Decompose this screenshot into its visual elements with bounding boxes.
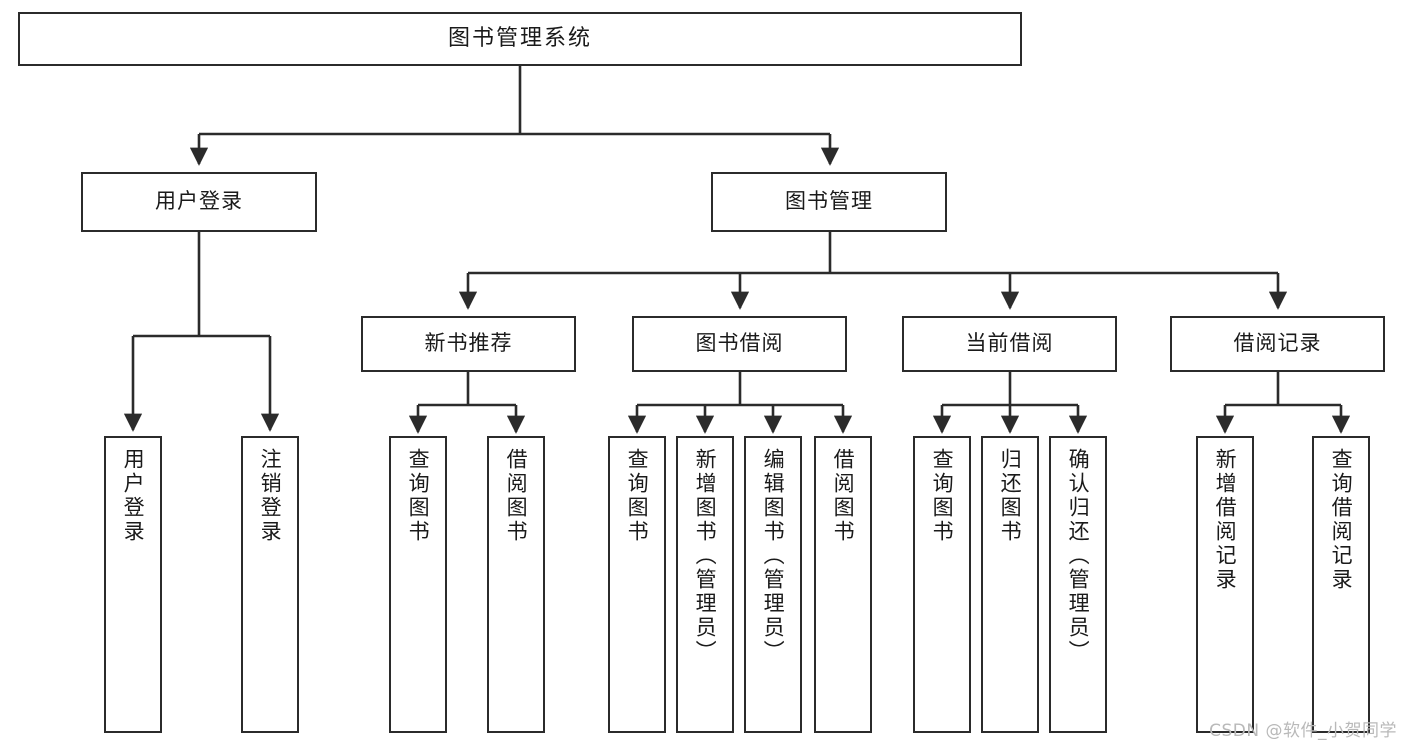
node-borrow-records[interactable]: 借阅记录	[1170, 316, 1385, 372]
node-label: 图书借阅	[695, 331, 784, 356]
leaf-query-books-borrow[interactable]: 查询图书	[608, 436, 666, 733]
leaf-label: 用户登录	[121, 448, 146, 544]
node-label: 借阅记录	[1233, 331, 1322, 356]
node-label: 用户登录	[155, 189, 243, 214]
node-current-borrow[interactable]: 当前借阅	[902, 316, 1117, 372]
node-root-system[interactable]: 图书管理系统	[18, 12, 1022, 66]
leaf-label: 查询图书	[625, 448, 650, 544]
node-label: 图书管理	[785, 189, 873, 214]
leaf-label: 新增图书（管理员）	[693, 448, 718, 664]
node-user-login[interactable]: 用户登录	[81, 172, 317, 232]
leaf-label: 注销登录	[258, 448, 283, 544]
node-book-borrow[interactable]: 图书借阅	[632, 316, 847, 372]
leaf-logout[interactable]: 注销登录	[241, 436, 299, 733]
leaf-label: 查询图书	[406, 448, 431, 544]
leaf-borrow-books-new[interactable]: 借阅图书	[487, 436, 545, 733]
leaf-user-login[interactable]: 用户登录	[104, 436, 162, 733]
node-book-management[interactable]: 图书管理	[711, 172, 947, 232]
node-label: 当前借阅	[965, 331, 1054, 356]
node-label: 图书管理系统	[447, 25, 592, 51]
leaf-borrow-books[interactable]: 借阅图书	[814, 436, 872, 733]
leaf-return-books[interactable]: 归还图书	[981, 436, 1039, 733]
leaf-label: 查询图书	[930, 448, 955, 544]
leaf-label: 确认归还（管理员）	[1066, 448, 1091, 664]
leaf-label: 新增借阅记录	[1213, 448, 1238, 592]
leaf-edit-book-admin[interactable]: 编辑图书（管理员）	[744, 436, 802, 733]
leaf-confirm-return-admin[interactable]: 确认归还（管理员）	[1049, 436, 1107, 733]
leaf-add-book-admin[interactable]: 新增图书（管理员）	[676, 436, 734, 733]
node-new-book-recommend[interactable]: 新书推荐	[361, 316, 576, 372]
leaf-label: 查询借阅记录	[1329, 448, 1354, 592]
leaf-query-borrow-record[interactable]: 查询借阅记录	[1312, 436, 1370, 733]
leaf-label: 借阅图书	[831, 448, 856, 544]
leaf-label: 借阅图书	[504, 448, 529, 544]
node-label: 新书推荐	[424, 331, 513, 356]
leaf-add-borrow-record[interactable]: 新增借阅记录	[1196, 436, 1254, 733]
watermark: CSDN @软件_小贺同学	[1209, 721, 1397, 741]
leaf-query-books-new[interactable]: 查询图书	[389, 436, 447, 733]
leaf-label: 编辑图书（管理员）	[761, 448, 786, 664]
leaf-query-books-current[interactable]: 查询图书	[913, 436, 971, 733]
leaf-label: 归还图书	[998, 448, 1023, 544]
